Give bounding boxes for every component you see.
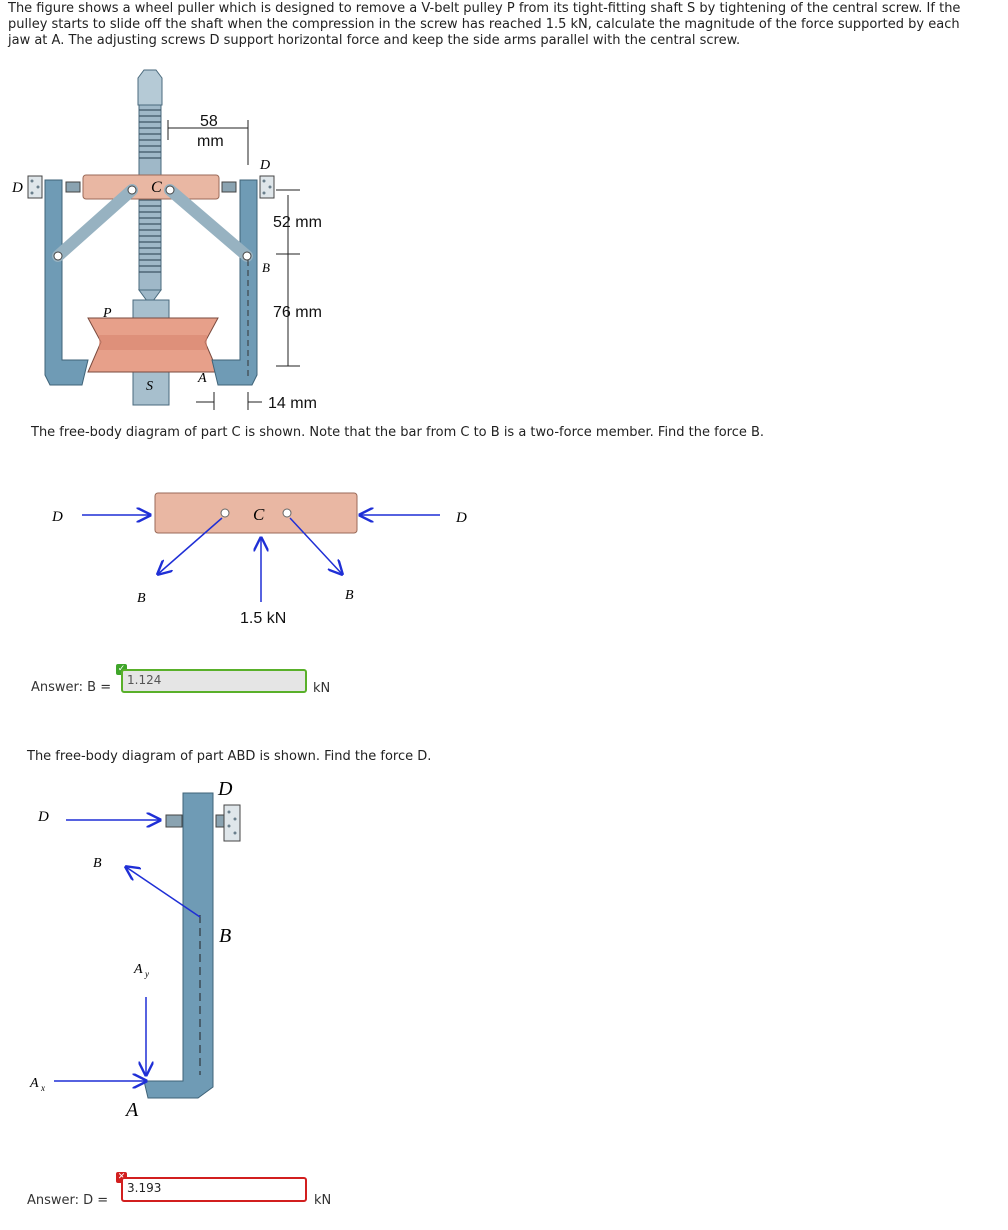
answer-d-label: Answer: D = (27, 1193, 109, 1208)
label-d-left: D (11, 180, 23, 196)
label-b: B (262, 260, 270, 275)
fbd2-label-d-top: D (217, 778, 233, 800)
right-arm (211, 179, 258, 386)
adjusting-screw-right (259, 175, 275, 199)
answer-b-label: Answer: B = (31, 680, 112, 695)
fbd2-label-a: A (124, 1099, 139, 1121)
answer-d-unit: kN (314, 1193, 332, 1208)
fbd1-label-c: C (253, 505, 265, 524)
dimension-58-unit: mm (197, 133, 224, 150)
screw-tip (138, 289, 162, 306)
screw-head (137, 69, 163, 106)
right-link (164, 184, 253, 262)
left-arm (44, 179, 89, 386)
part-c-bar (154, 492, 358, 534)
left-link (52, 184, 138, 262)
adjusting-screw-d (223, 804, 241, 842)
fbd2-label-ay-sub: y (144, 969, 149, 979)
fbd1-label-b-left: B (137, 591, 146, 606)
problem-line-1: The figure shows a wheel puller which is… (8, 1, 961, 16)
label-d-top: D (259, 158, 270, 173)
screw-threads (139, 109, 161, 273)
label-s: S (146, 379, 153, 394)
dimension-76: 76 mm (273, 304, 322, 321)
adjusting-screw-left (27, 175, 43, 199)
fbd-part-c: D D C B B 1.5 kN (51, 492, 467, 627)
fbd2-label-ay: A (133, 962, 143, 977)
answer-d-input[interactable]: 3.193 (121, 1177, 307, 1202)
label-c: C (151, 179, 162, 196)
answer-b-input[interactable]: 1.124 (121, 669, 307, 693)
answer-b-unit: kN (313, 681, 331, 696)
fbd1-load-label: 1.5 kN (240, 610, 286, 627)
crossbar-c (82, 174, 220, 200)
wheel-puller-figure: 58 mm 52 mm 76 mm 14 mm D D C B P S A (11, 69, 322, 412)
force-b-right-arrow (289, 517, 342, 574)
problem-line-2: pulley starts to slide off the shaft whe… (8, 17, 960, 32)
problem-line-3: jaw at A. The adjusting screws D support… (8, 33, 741, 48)
step2-instruction: The free-body diagram of part ABD is sho… (27, 749, 432, 764)
arm-abd (143, 792, 214, 1099)
fbd1-label-b-right: B (345, 588, 354, 603)
label-a: A (197, 371, 207, 386)
fbd2-force-b-arrow (126, 867, 201, 918)
step1-instruction: The free-body diagram of part C is shown… (31, 425, 765, 440)
fbd-part-abd: D D B B A y A x A (29, 778, 241, 1121)
label-p: P (102, 306, 112, 321)
fbd2-label-d: D (37, 809, 49, 825)
fbd1-label-d-right: D (455, 510, 467, 526)
dimension-58: 58 (200, 113, 218, 130)
fbd1-label-d-left: D (51, 509, 63, 525)
fbd2-label-b-arrow: B (93, 856, 102, 871)
dimension-14: 14 mm (268, 395, 317, 412)
dimension-52: 52 mm (273, 214, 322, 231)
fbd2-label-b-bar: B (219, 925, 231, 947)
fbd2-label-ax: A (29, 1076, 39, 1091)
fbd2-label-ax-sub: x (40, 1083, 45, 1093)
force-b-left-arrow (158, 517, 223, 574)
problem-statement: The figure shows a wheel puller which is… (8, 1, 1008, 49)
